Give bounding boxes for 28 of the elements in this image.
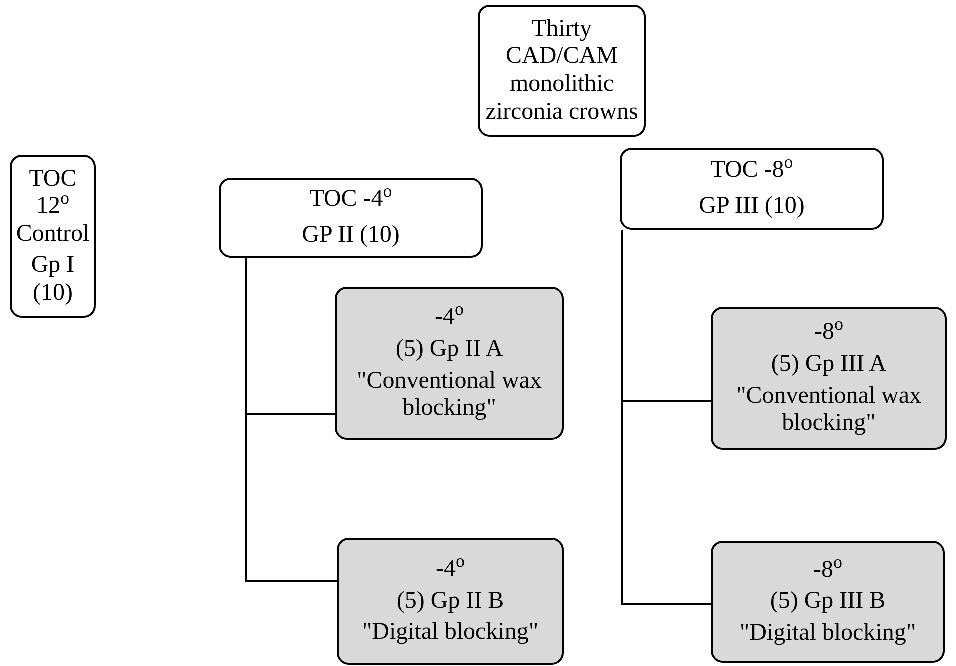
box-text: (5) Gp III A	[771, 350, 887, 378]
box-text: "Digital blocking"	[740, 620, 916, 648]
process-box	[711, 307, 947, 450]
box-text: "Digital blocking"	[362, 619, 539, 647]
connector-line	[245, 258, 337, 582]
process-box	[711, 541, 945, 663]
process-box	[620, 148, 884, 230]
box-text: TOC 12$^{o}$ Control	[16, 166, 90, 248]
box-text: -4$^{o}$	[435, 304, 464, 332]
box-text: (5) Gp II A	[396, 336, 504, 364]
box-text: -8$^{o}$	[814, 319, 844, 347]
box-text: (5) Gp III B	[770, 588, 886, 616]
process-box	[10, 155, 96, 318]
process-box	[335, 287, 564, 440]
box-text: GP III (10)	[699, 193, 805, 221]
box-text: -4$^{o}$	[436, 556, 465, 584]
box-text: GP II (10)	[302, 222, 400, 250]
box-text: "Conventional wax blocking"	[735, 382, 923, 438]
box-text: TOC -8$^{o}$	[710, 157, 794, 185]
box-text: Thirty CAD/CAM monolithic zirconia crowns	[484, 16, 640, 126]
process-box	[337, 538, 564, 665]
process-box	[219, 178, 483, 258]
box-text: TOC -4$^{o}$	[310, 186, 392, 214]
box-text: Gp I (10)	[30, 252, 76, 308]
process-box	[478, 5, 646, 137]
box-text: "Conventional wax blocking"	[356, 368, 544, 423]
box-text: (5) Gp II B	[396, 588, 504, 616]
box-text: -8$^{o}$	[814, 556, 842, 584]
